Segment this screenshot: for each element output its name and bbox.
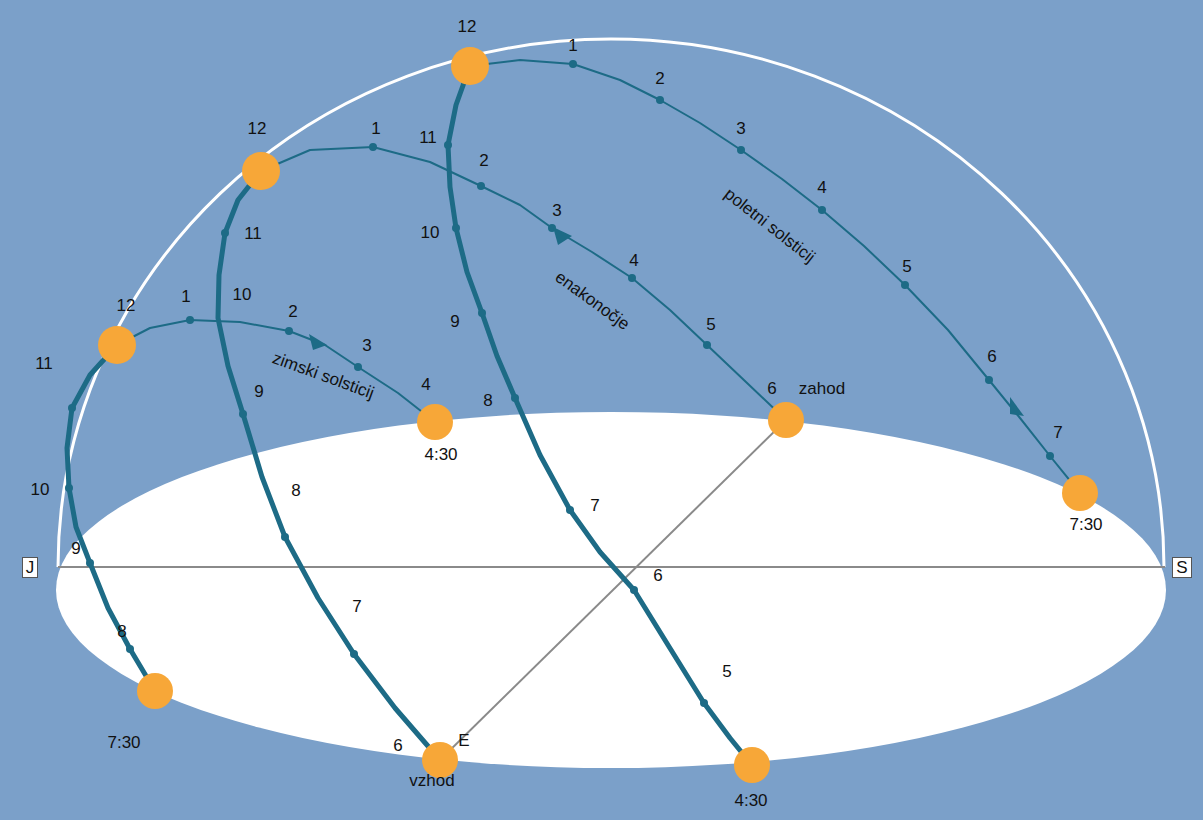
hour-label: zahod bbox=[799, 380, 845, 397]
hour-label: 1 bbox=[568, 37, 577, 54]
hour-label: 7 bbox=[1053, 424, 1062, 441]
sky-dome bbox=[58, 39, 1164, 567]
hour-label: 8 bbox=[291, 482, 300, 499]
hour-label: 11 bbox=[419, 129, 437, 146]
hour-label: 5 bbox=[706, 316, 715, 333]
hour-label: 2 bbox=[479, 152, 488, 169]
hour-label: 7 bbox=[352, 598, 361, 615]
hour-label: 4:30 bbox=[734, 792, 767, 809]
hour-label: 9 bbox=[71, 540, 80, 557]
hour-label: 12 bbox=[458, 18, 477, 35]
ground-plane bbox=[56, 412, 1166, 768]
hour-label: 4 bbox=[629, 252, 638, 269]
hour-label: 6 bbox=[393, 737, 402, 754]
east-west-axis bbox=[440, 420, 786, 760]
hour-label: 10 bbox=[31, 481, 50, 498]
hour-label: 4:30 bbox=[424, 446, 457, 463]
hour-label: 5 bbox=[902, 258, 911, 275]
hour-label: 6 bbox=[987, 348, 996, 365]
hour-label: 4 bbox=[421, 376, 430, 393]
hour-label: 9 bbox=[450, 313, 459, 330]
hour-label: 6 bbox=[653, 567, 662, 584]
hour-label: 5 bbox=[722, 663, 731, 680]
hour-label: 9 bbox=[254, 383, 263, 400]
path-dots bbox=[65, 60, 1054, 707]
path-name: zimski solsticij bbox=[270, 349, 376, 401]
hour-label: 1 bbox=[371, 120, 380, 137]
hour-label: 4 bbox=[817, 179, 826, 196]
hour-label: 12 bbox=[248, 120, 267, 137]
hour-label: 10 bbox=[233, 286, 252, 303]
hour-label: 1 bbox=[181, 288, 190, 305]
path-name: enakonočje bbox=[552, 268, 632, 333]
hour-label: 8 bbox=[483, 392, 492, 409]
sun-paths bbox=[67, 60, 1080, 765]
hour-label: 12 bbox=[117, 297, 136, 314]
hour-label: 7:30 bbox=[1069, 516, 1102, 533]
hour-label: 8 bbox=[117, 623, 126, 640]
hour-label: vzhod bbox=[409, 772, 454, 789]
hour-label: 2 bbox=[655, 70, 664, 87]
hour-label: 3 bbox=[362, 337, 371, 354]
hour-label: 10 bbox=[421, 224, 440, 241]
hour-label: 3 bbox=[736, 120, 745, 137]
direction-label: J bbox=[22, 557, 39, 578]
hour-label: 6 bbox=[767, 380, 776, 397]
hour-label: E bbox=[458, 732, 469, 749]
hour-label: 2 bbox=[288, 303, 297, 320]
hour-label: 11 bbox=[35, 355, 53, 372]
hour-label: 7:30 bbox=[107, 734, 140, 751]
hour-label: 7 bbox=[590, 497, 599, 514]
direction-label: S bbox=[1172, 557, 1191, 578]
hour-label: 3 bbox=[552, 202, 561, 219]
hour-label: 11 bbox=[244, 225, 262, 242]
sun-symbols bbox=[98, 47, 1098, 783]
